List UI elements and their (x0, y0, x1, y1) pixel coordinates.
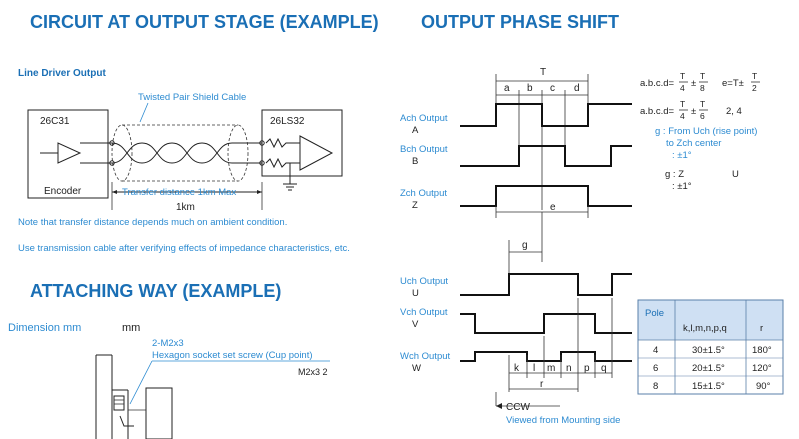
gz-tolerance: : ±1° (672, 181, 692, 192)
table-row-1-pole: 4 (653, 345, 658, 356)
uch-wave (460, 273, 632, 296)
timing-diagram: T a b c d Ach Output A Bch Output B Zch … (400, 67, 632, 426)
twisted-wire-1 (111, 142, 262, 164)
seg-n: n (566, 363, 572, 374)
uch-label: Uch Output (400, 276, 448, 287)
seg-c: c (550, 83, 555, 94)
seg-b: b (527, 83, 533, 94)
svg-text:4: 4 (680, 83, 685, 93)
heading-attaching: ATTACHING WAY (EXAMPLE) (30, 281, 281, 301)
cable-label: Twisted Pair Shield Cable (138, 92, 246, 103)
seg-k: k (514, 363, 520, 374)
svg-text:T: T (700, 99, 705, 109)
vch-wave (460, 313, 632, 334)
seg-q: q (601, 363, 607, 374)
seg-d: d (574, 83, 580, 94)
table-row-2-r: 120° (752, 363, 772, 374)
table-header-r: r (760, 323, 763, 334)
viewed-label: Viewed from Mounting side (506, 415, 620, 426)
svg-text:T: T (700, 71, 705, 81)
svg-text:±: ± (691, 106, 696, 117)
note-ambient: Note that transfer distance depends much… (18, 217, 287, 228)
svg-text:T: T (752, 71, 757, 81)
seg-a: a (504, 83, 510, 94)
svg-text:T: T (680, 71, 685, 81)
ach-symbol: A (412, 125, 419, 136)
mounting-drawing (95, 354, 173, 439)
gz-u: U (732, 169, 739, 180)
bch-symbol: B (412, 156, 418, 167)
table-header-klm: k,l,m,n,p,q (683, 323, 727, 334)
heading-circuit: CIRCUIT AT OUTPUT STAGE (EXAMPLE) (30, 12, 379, 32)
table-row-3-pole: 8 (653, 381, 658, 392)
bch-wave (460, 145, 632, 167)
svg-text:4: 4 (680, 111, 685, 121)
table-header-pole: Pole (645, 308, 664, 319)
screw-size-label: 2-M2x3 (152, 338, 184, 349)
encoder-box (27, 109, 109, 199)
uch-symbol: U (412, 288, 419, 299)
vch-label: Vch Output (400, 307, 448, 318)
receiver-triangle (299, 135, 334, 171)
svg-text:2: 2 (752, 83, 757, 93)
seg-l: l (533, 363, 535, 374)
pole-table: Pole k,l,m,n,p,q r 4 30±1.5° 180° 6 20±1… (637, 299, 784, 395)
bch-label: Bch Output (400, 144, 448, 155)
line-driver-subtitle: Line Driver Output (18, 68, 106, 79)
dimension-label: Dimension mm (8, 322, 81, 334)
svg-text:6: 6 (700, 111, 705, 121)
screw-desc-label: Hexagon socket set screw (Cup point) (152, 350, 313, 361)
table-row-3-r: 90° (756, 381, 771, 392)
formula1-lhs: a.b.c.d= (640, 78, 675, 89)
gz-definition: g : Z (665, 169, 684, 180)
km-label: 1km (176, 202, 195, 213)
circuit-diagram: 26C31 Encoder Twisted Pair Shield Cable … (27, 92, 343, 213)
g-tolerance: : ±1° (672, 150, 692, 161)
wch-wave (460, 351, 632, 362)
vch-symbol: V (412, 319, 419, 330)
r-label: r (540, 379, 544, 390)
table-row-1-klm: 30±1.5° (692, 345, 725, 356)
note-impedance: Use transmission cable after verifying e… (18, 243, 350, 254)
svg-text:T: T (680, 99, 685, 109)
g-label: g (522, 240, 528, 251)
encoder-label: Encoder (44, 186, 82, 197)
table-row-2-pole: 6 (653, 363, 658, 374)
wch-symbol: W (412, 363, 421, 374)
zch-symbol: Z (412, 200, 418, 211)
formulas: a.b.c.d= T 4 ± T 8 e=T± T 2 a.b.c.d= T 4… (640, 71, 760, 192)
chip-left-label: 26C31 (40, 116, 70, 127)
e-label: e (550, 202, 556, 213)
seg-m: m (547, 363, 555, 374)
table-row-2-klm: 20±1.5° (692, 363, 725, 374)
zch-label: Zch Output (400, 188, 447, 199)
transfer-label: Transfer distance 1km Max (122, 187, 236, 198)
svg-text:±: ± (691, 78, 696, 89)
seg-p: p (584, 363, 590, 374)
heading-phase: OUTPUT PHASE SHIFT (421, 12, 619, 32)
period-label: T (540, 67, 546, 78)
g-definition: g : From Uch (rise point) (655, 126, 757, 137)
zch-wave (460, 185, 632, 207)
ach-label: Ach Output (400, 113, 448, 124)
table-row-1-r: 180° (752, 345, 772, 356)
g-definition-2: to Zch center (666, 138, 721, 149)
formula1-rhs: e=T± (722, 78, 744, 89)
screw-ref-label: M2x3 2 (298, 367, 328, 377)
receiver-box (261, 109, 343, 177)
driver-triangle (57, 142, 82, 164)
table-row-3-klm: 15±1.5° (692, 381, 725, 392)
ach-wave (460, 103, 632, 127)
svg-text:8: 8 (700, 83, 705, 93)
formula2-lhs: a.b.c.d= (640, 106, 675, 117)
formula2-tail: 2, 4 (726, 106, 742, 117)
chip-right-label: 26LS32 (270, 116, 305, 127)
wch-label: Wch Output (400, 351, 451, 362)
mm-label: mm (122, 322, 140, 334)
twisted-wire-2 (111, 142, 262, 164)
ccw-label: CCW (506, 402, 530, 413)
